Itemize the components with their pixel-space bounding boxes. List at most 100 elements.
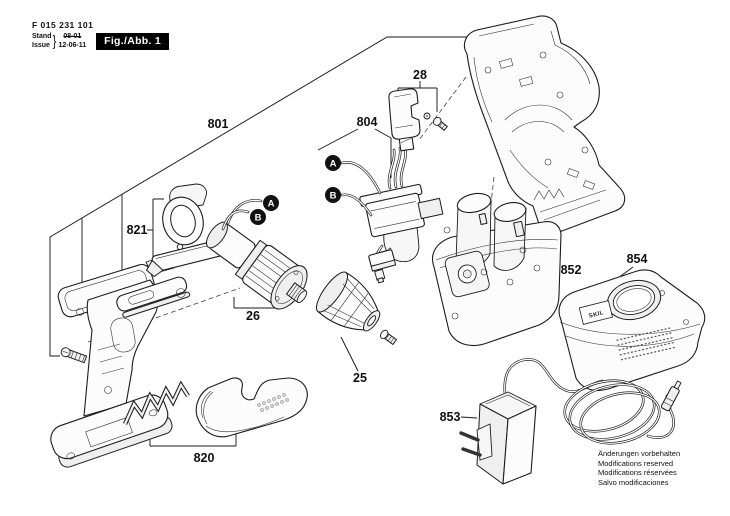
chuck-rear-collar [315, 271, 349, 313]
axis-housing-to-battery [489, 176, 495, 214]
plug-base [476, 423, 493, 461]
left-housing-half [50, 253, 191, 468]
charger-vent-grid [616, 327, 676, 361]
callout-820: 820 [194, 451, 215, 465]
charger-body [558, 269, 706, 392]
clip-ring-inner [170, 204, 196, 238]
figure-badge: Fig./Abb. 1 [96, 33, 170, 50]
marker-b-motor-label: B [255, 213, 262, 224]
battery-dimples [443, 226, 541, 320]
screw-boss-3 [104, 386, 112, 394]
charger-brand-text: SKIL [588, 310, 604, 320]
charger: SKIL [558, 269, 706, 392]
battery-recess [444, 250, 490, 298]
callout-821: 821 [127, 223, 148, 237]
switch-wing [417, 197, 444, 220]
battery-pack [432, 192, 562, 347]
cell-contact-tab [513, 220, 525, 238]
trigger-switch-assembly [340, 88, 448, 284]
brace-glyph: } [53, 33, 57, 50]
callout-25: 25 [353, 371, 367, 385]
callout-28: 28 [413, 68, 427, 82]
baseplate-cover-group [122, 377, 308, 438]
spindle-tip [296, 290, 308, 304]
grip-ribs [97, 343, 125, 375]
cord-coil [563, 379, 661, 445]
legal-line-en: Modifications reserved [598, 458, 674, 468]
doc-header: F 015 231 101 Stand Issue } 08-01 12-06-… [32, 20, 170, 50]
wire-markers: A B A B [250, 155, 341, 225]
charger-edge-lines [559, 321, 701, 347]
legal-line-de: Änderungen vorbehalten [598, 449, 681, 458]
callout-853: 853 [440, 410, 461, 424]
slider-plate [116, 276, 191, 318]
switch-plug [368, 249, 397, 284]
callout-801: 801 [208, 117, 229, 131]
part-labels: 801 821 26 25 820 804 28 852 854 853 [127, 68, 648, 465]
screw-boss-1 [76, 308, 84, 316]
right-housing-half [463, 15, 626, 234]
revision-row: Stand Issue } 08-01 12-06-11 Fig./Abb. 1 [32, 33, 170, 50]
marker-a-switch [325, 155, 341, 171]
date-old: 08-01 [63, 33, 82, 40]
marker-a-motor [263, 195, 279, 211]
leader-821 [147, 198, 164, 259]
leader-801 [49, 36, 503, 357]
foot-hole [66, 452, 75, 460]
housing-screw [60, 347, 88, 364]
marker-a-motor-label: A [268, 199, 275, 210]
trigger-opening [110, 317, 136, 353]
housing-bosses [484, 51, 589, 166]
adapter-right-face [502, 405, 537, 485]
issue-label: Issue [32, 41, 50, 49]
screw-slot [62, 350, 69, 354]
marker-b-motor [250, 209, 266, 225]
legal-line-es: Salvo modificaciones [598, 477, 669, 487]
leader-25 [340, 336, 359, 372]
adapter-top-rim [485, 394, 531, 407]
gearbox-flutes [245, 249, 297, 300]
housing-foot-teeth [533, 188, 565, 201]
baseplate-rim-lines [200, 390, 285, 433]
barrel-plug [660, 380, 682, 412]
foot-hole2 [148, 409, 158, 417]
housing-foot-lines [509, 149, 607, 221]
chuck [315, 271, 397, 345]
axis-housing-to-connector [418, 76, 467, 141]
foot-pocket [85, 417, 133, 448]
plug-pin-2 [461, 447, 482, 457]
power-adapter [459, 358, 682, 485]
legal-notice: Änderungen vorbehalten Modifications res… [598, 449, 680, 487]
chuck-screw [379, 329, 397, 345]
marker-a-switch-label: A [330, 159, 337, 170]
plug-pin-1 [459, 431, 480, 442]
callout-804: 804 [357, 115, 378, 129]
legal-line-fr: Modifications réservées [598, 468, 677, 478]
connector-clip-28 [388, 88, 421, 140]
housing-inner-rim [473, 23, 591, 123]
marker-b-switch-label: B [330, 191, 337, 202]
battery-cells [455, 192, 527, 271]
doc-number: F 015 231 101 [32, 20, 94, 30]
callout-26: 26 [246, 309, 260, 323]
baseplate-embossed-logo [257, 393, 289, 412]
leader-853 [460, 416, 478, 419]
housing-rib-arcs [504, 104, 573, 133]
motor-gearbox-assembly [206, 199, 308, 310]
date-new: 12-06-11 [58, 41, 87, 49]
callout-854: 854 [627, 252, 648, 266]
charger-brand-plate: SKIL [578, 300, 613, 325]
washer-hole [425, 114, 429, 118]
baseplate-cover [195, 377, 308, 438]
marker-b-switch [325, 187, 341, 203]
callout-852: 852 [561, 263, 582, 277]
belt-clip-assembly [145, 183, 239, 278]
leader-28 [397, 81, 438, 112]
small-screw-28 [432, 116, 448, 131]
leader-804 [317, 128, 392, 178]
switch-wire-bundle [387, 146, 407, 190]
charger-hole [683, 319, 689, 325]
screw-threads [70, 350, 86, 363]
